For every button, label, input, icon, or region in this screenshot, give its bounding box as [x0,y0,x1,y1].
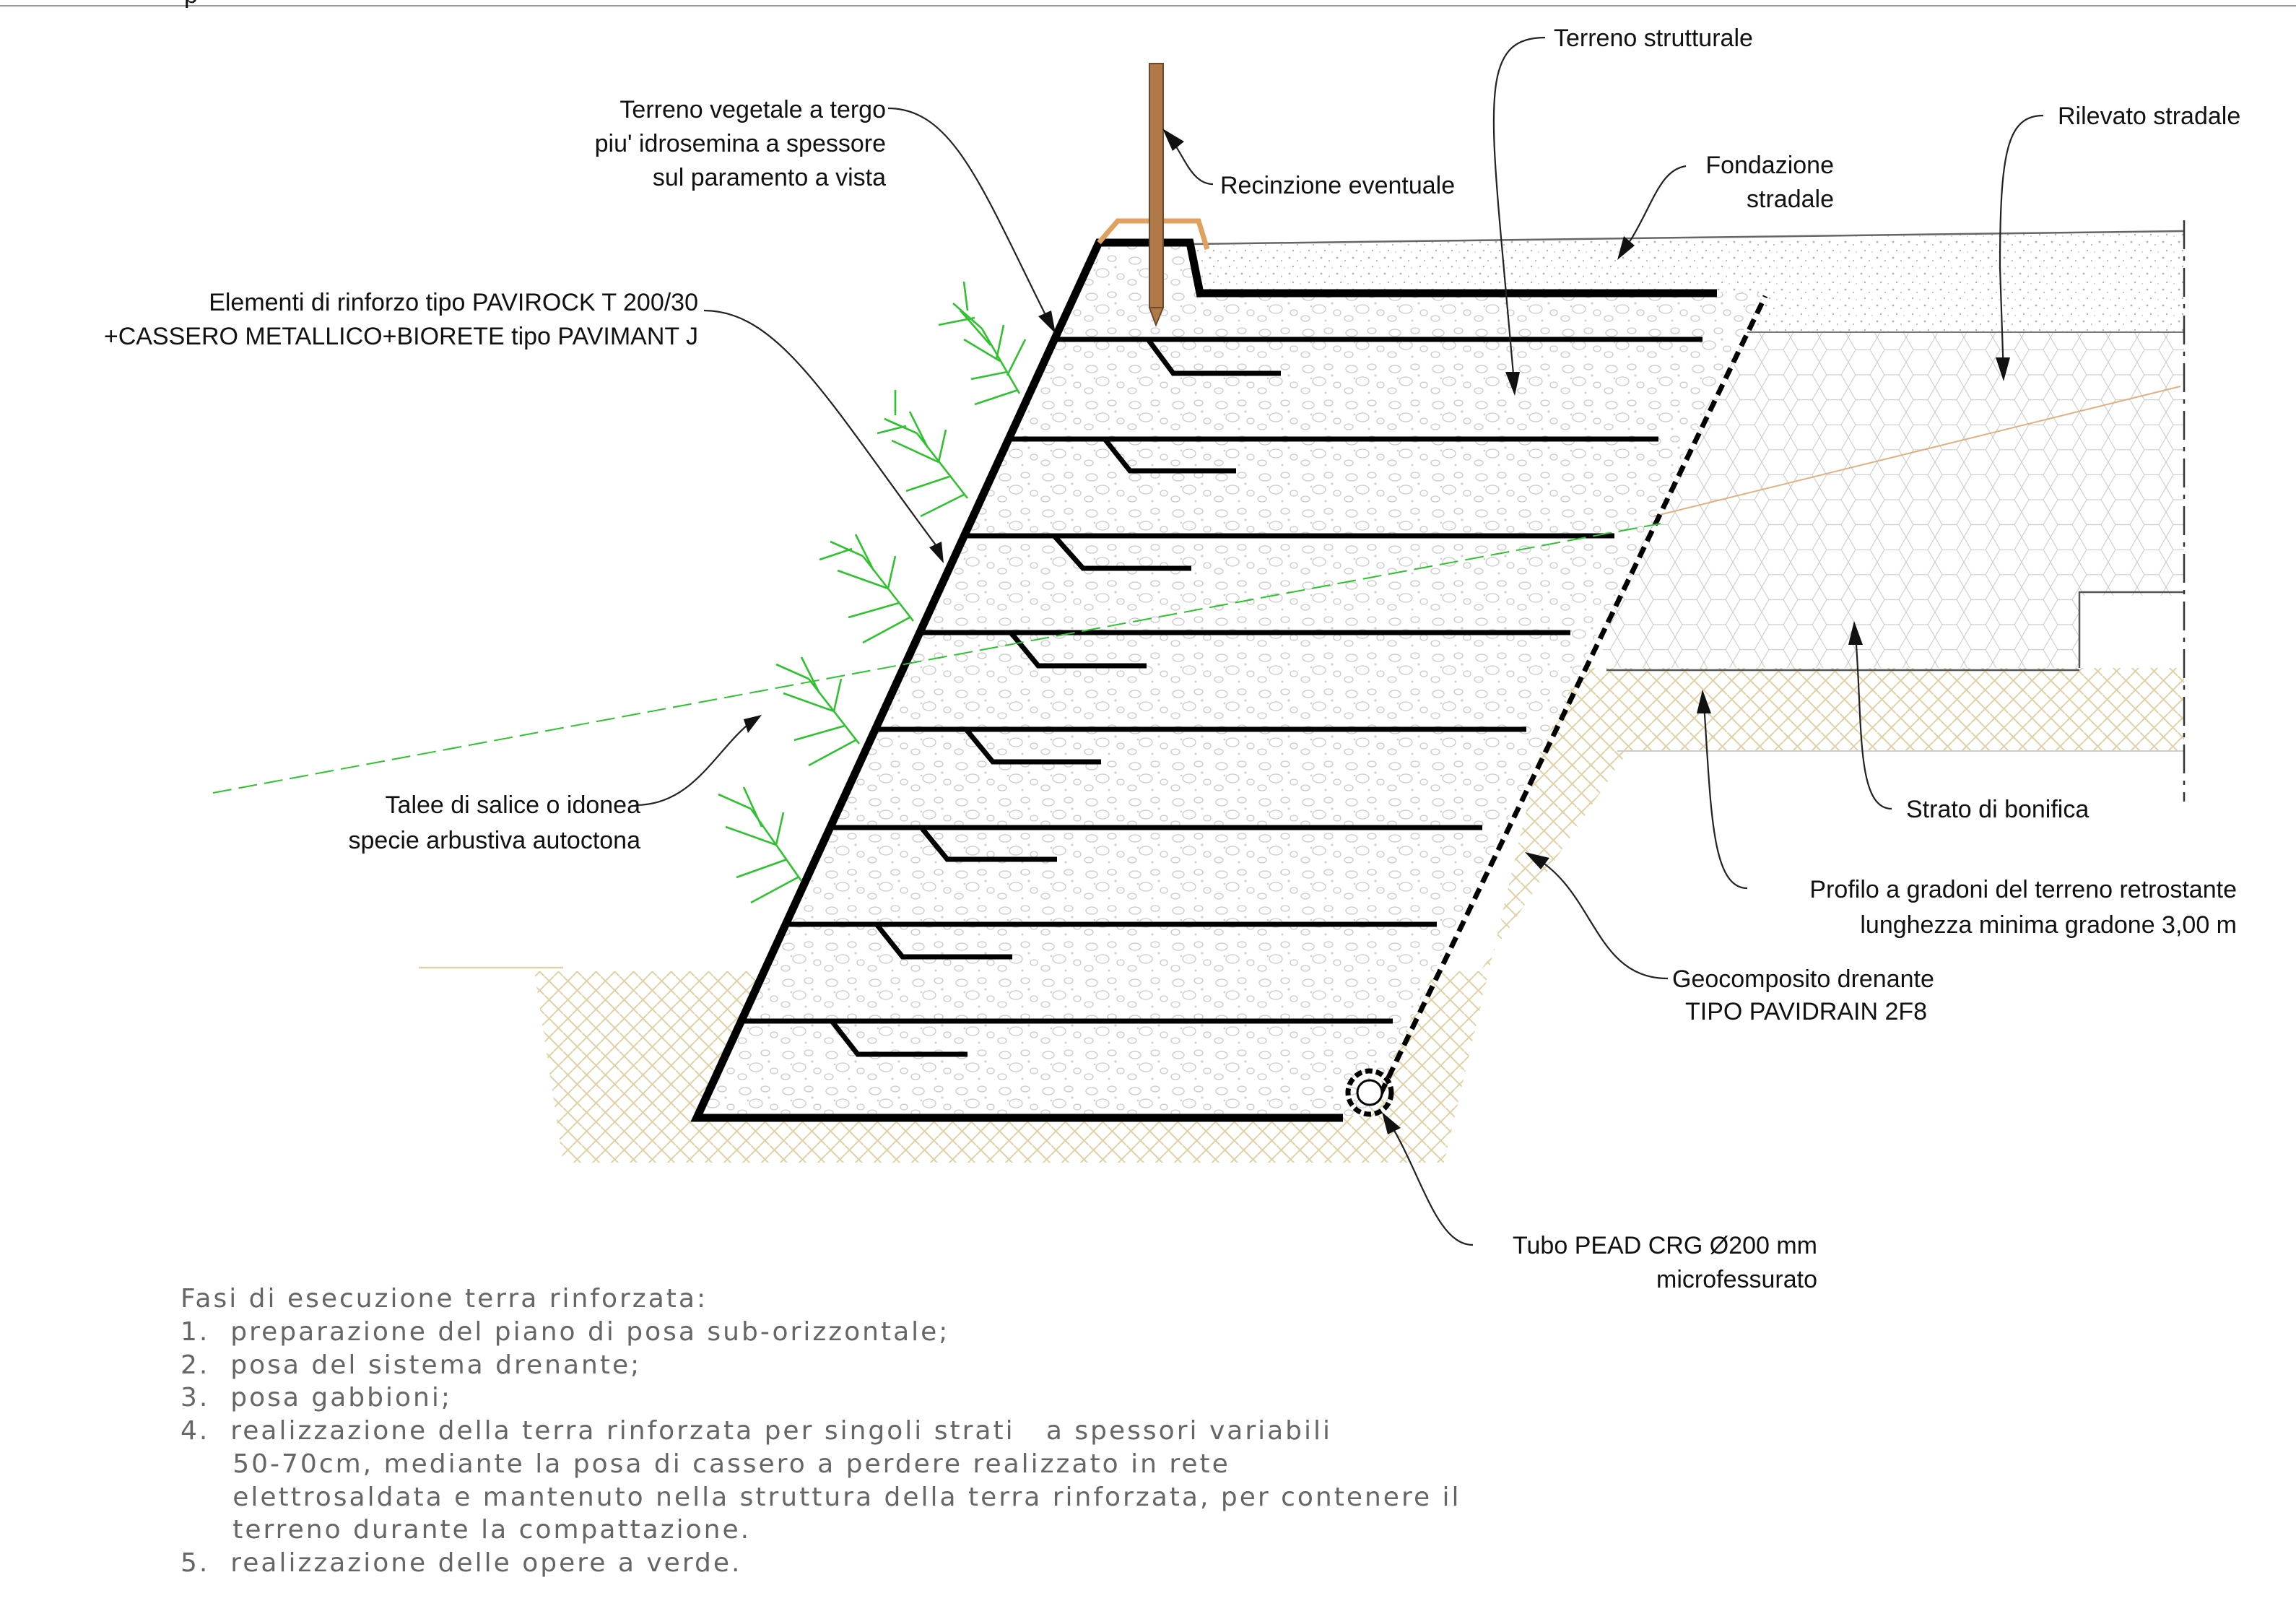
drain-pipe-outer [1345,1068,1394,1117]
execution-notes: Fasi di esecuzione terra rinforzata: 1. … [181,1284,1461,1578]
notes-heading: Fasi di esecuzione terra rinforzata: [181,1284,708,1314]
facing-paramento [690,238,1717,1122]
natural-slope-line [212,523,1661,794]
leader-profilo [1703,703,1748,890]
label-elementi-line1: Elementi di rinforzo tipo PAVIROCK T 200… [209,289,698,316]
shrub [938,281,1027,406]
leader-elementi [703,309,939,550]
embankment-boundary [1638,386,2181,521]
fence-post [1149,63,1164,308]
label-tubo-line1: Tubo PEAD CRG Ø200 mm [1513,1232,1817,1259]
label-fondazione-line1: Fondazione [1705,152,1834,179]
label-terreno-vegetale-line3: sul paramento a vista [653,164,886,191]
arrow-head [1697,690,1711,713]
reinforcement-tail [830,1019,967,1057]
leader-terreno-vegetale [887,107,1048,318]
label-terreno-vegetale-line2: piu' idrosemina a spessore [595,130,886,157]
leader-tubo [1389,1122,1474,1246]
label-terreno-vegetale-line1: Terreno vegetale a tergo [619,96,886,123]
shrub [775,656,861,767]
label-talee-line1: Talee di salice o idonea [386,791,641,819]
willow-cuttings [718,281,1027,904]
label-profilo-line1: Profilo a gradoni del terreno retrostant… [1809,876,2237,903]
notes-item: 5. realizzazione delle opere a verde. [181,1548,742,1578]
reinforcement-tail [1009,630,1147,669]
leader-lines [635,36,2044,1246]
notes-item: 4. realizzazione della terra rinforzata … [181,1416,1332,1446]
arrow-head [1525,852,1549,869]
reinforcement-tail [1052,534,1191,571]
arrow-head [1382,1112,1401,1134]
geocomposite-drain [1378,295,1768,1095]
label-strato-bonifica: Strato di bonifica [1906,796,2089,823]
notes-item: elettrosaldata e mantenuto nella struttu… [181,1483,1461,1512]
fence-post-tip [1148,307,1165,327]
reinforcement-tail [919,825,1057,862]
shrub [819,534,915,644]
arrow-head [744,715,762,733]
label-terreno-strutturale: Terreno strutturale [1554,25,1753,52]
label-recinzione: Recinzione eventuale [1220,172,1455,199]
reinforcement-layers [744,337,1703,1057]
notes-item: 3. posa gabbioni; [181,1383,452,1412]
notes-item: 2. posa del sistema drenante; [181,1350,641,1380]
notes-item: terreno durante la compattazione. [181,1515,751,1545]
notes-item: 1. preparazione del piano di posa sub-or… [181,1317,949,1347]
road-embankment [1581,329,2184,668]
notes-item: 50-70cm, mediante la posa di cassero a p… [181,1449,1230,1479]
arrow-head [1848,621,1863,645]
road-foundation [1191,231,2184,332]
label-geocomposito-line1: Geocomposito drenante [1672,965,1934,993]
leader-terreno-strutturale [1492,36,1546,391]
arrow-head [929,542,944,563]
reinforcement-tail [1146,337,1281,376]
leader-strato-bonifica [1854,635,1892,810]
bonifica-step [2078,591,2184,668]
label-talee-line2: specie arbustiva autoctona [349,827,641,854]
arrow-head [1038,311,1056,334]
title-fragment: p [184,0,198,9]
leader-geocomposito [1537,859,1669,980]
label-geocomposito-line2: TIPO PAVIDRAIN 2F8 [1685,998,1927,1025]
drain-pipe-inner [1356,1079,1383,1106]
reinforcement-tail [1103,437,1236,474]
label-tubo-line2: microfessurato [1656,1266,1817,1293]
arrow-head [1162,129,1184,151]
leader-talee [635,721,752,807]
label-profilo-line2: lunghezza minima gradone 3,00 m [1860,911,2237,939]
leader-fondazione [1620,165,1687,255]
label-elementi-line2: +CASSERO METALLICO+BIORETE tipo PAVIMANT… [104,323,698,350]
reinforcement-tail [874,922,1012,960]
reinforcement-tail [964,727,1101,765]
arrow-head [1505,372,1520,396]
shrub [718,786,803,904]
shrub [877,390,969,518]
road-surface [1191,230,2185,246]
label-rilevato-stradale: Rilevato stradale [2058,103,2240,130]
label-fondazione-line2: stradale [1747,186,1834,213]
leader-rilevato [1999,114,2044,376]
structural-fill [695,242,1762,1116]
arrow-head [1617,236,1635,260]
arrow-head [1996,357,2010,381]
